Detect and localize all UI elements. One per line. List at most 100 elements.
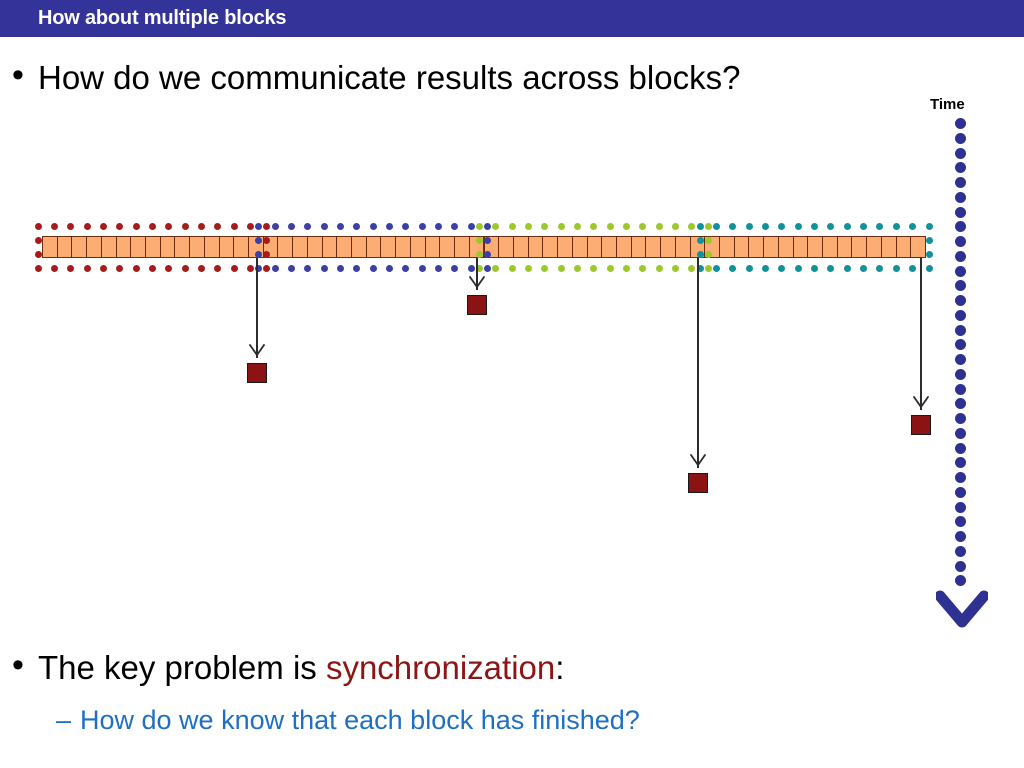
strip-cell	[851, 236, 868, 258]
time-axis-dot	[955, 531, 966, 542]
marquee-dot	[623, 264, 631, 272]
marquee-dot	[827, 222, 835, 230]
marquee-dot	[778, 222, 786, 230]
strip-cell	[395, 236, 411, 258]
marquee-dot	[287, 264, 295, 272]
marquee-dot	[508, 264, 516, 272]
marquee-dot	[590, 222, 598, 230]
time-axis-dot	[955, 398, 966, 410]
marquee-dot	[688, 222, 696, 230]
marquee-dot	[655, 264, 663, 272]
time-axis-dot	[955, 118, 966, 129]
marquee-dot	[508, 222, 516, 230]
strip-cell	[880, 236, 897, 258]
marquee-dot	[353, 264, 361, 272]
strip-cell	[306, 236, 323, 258]
marquee-dot	[230, 222, 238, 230]
time-axis-dot	[955, 472, 966, 483]
bullet-text-1: How do we communicate results across blo…	[38, 59, 741, 96]
time-axis-dot	[955, 265, 966, 277]
strip-cell	[380, 236, 397, 258]
marquee-dot	[557, 222, 565, 230]
strip-cell	[336, 236, 353, 258]
marquee-dot	[50, 222, 58, 230]
marquee-dot	[655, 222, 663, 230]
marquee-dot	[713, 222, 721, 230]
marquee-dot	[287, 222, 295, 230]
marquee-dot	[860, 264, 868, 272]
time-axis-dot	[955, 383, 966, 395]
time-axis-dot	[955, 250, 966, 262]
bullet-text-2: The key problem is synchronization:	[38, 648, 564, 688]
strip-cell	[248, 236, 264, 258]
time-axis-dot	[955, 457, 966, 469]
strip-cell	[277, 236, 294, 258]
marquee-dot	[909, 222, 917, 230]
marquee-dot	[385, 264, 393, 272]
marquee-dot	[713, 264, 721, 272]
time-axis-dot	[955, 413, 966, 424]
bullet-text-2-after: :	[555, 649, 565, 686]
strip-cell	[674, 236, 691, 258]
marquee-dot	[197, 222, 205, 230]
keyword-synchronization: synchronization	[325, 649, 556, 686]
strip-cell	[203, 236, 220, 258]
time-axis-dot	[955, 560, 966, 572]
marquee-dot	[148, 222, 156, 230]
strip-cell	[836, 236, 853, 258]
strip-cell	[189, 236, 205, 258]
marquee-dot	[606, 222, 614, 230]
strip-cell	[704, 236, 720, 258]
strip-cell	[910, 236, 926, 258]
marquee-dot	[925, 222, 933, 230]
marquee-dot	[132, 222, 140, 230]
strip-cell	[483, 236, 500, 258]
time-axis-dotted-line	[955, 118, 969, 590]
strip-cell	[571, 236, 588, 258]
time-axis-dot	[955, 368, 966, 380]
result-square	[247, 363, 267, 383]
bullet-text-2-before: The key problem is	[38, 649, 326, 686]
marquee-dot	[525, 222, 533, 230]
marquee-dot	[574, 222, 582, 230]
strip-cell	[409, 236, 426, 258]
marquee-dot	[892, 222, 900, 230]
strip-cell	[71, 236, 88, 258]
bullet-item-1: • How do we communicate results across b…	[12, 58, 892, 98]
marquee-dot	[271, 222, 279, 230]
time-axis-dot	[955, 516, 966, 528]
marquee-dot	[541, 222, 549, 230]
strip-cell	[512, 236, 529, 258]
marquee-dot	[876, 264, 884, 272]
marquee-dot	[672, 264, 680, 272]
time-axis-dot	[955, 147, 966, 159]
marquee-dot	[794, 222, 802, 230]
marquee-dot	[729, 222, 737, 230]
marquee-dot	[745, 264, 753, 272]
strip-cell	[689, 236, 706, 258]
time-axis-dot	[955, 545, 966, 557]
strip-cell	[130, 236, 146, 258]
result-square	[467, 295, 487, 315]
strip-cell	[630, 236, 647, 258]
marquee-dot	[696, 222, 704, 230]
strip-cell	[777, 236, 794, 258]
marquee-dot	[99, 264, 107, 272]
sub-bullet-text-1: How do we know that each block has finis…	[80, 705, 640, 735]
strip-cell	[262, 236, 279, 258]
strip-cell	[321, 236, 338, 258]
marquee-dot	[745, 222, 753, 230]
marquee-dot	[418, 222, 426, 230]
strip-cell	[807, 236, 823, 258]
marquee-dot	[762, 222, 770, 230]
marquee-dot	[255, 222, 263, 230]
marquee-dot	[246, 222, 254, 230]
marquee-dot	[304, 222, 312, 230]
sub-bullet-marker-icon: –	[56, 705, 72, 735]
marquee-dot	[451, 264, 459, 272]
marquee-dot	[639, 264, 647, 272]
strip-cell	[557, 236, 573, 258]
marquee-dot	[369, 264, 377, 272]
strip-cell	[821, 236, 838, 258]
arrow-head-icon	[466, 274, 488, 290]
